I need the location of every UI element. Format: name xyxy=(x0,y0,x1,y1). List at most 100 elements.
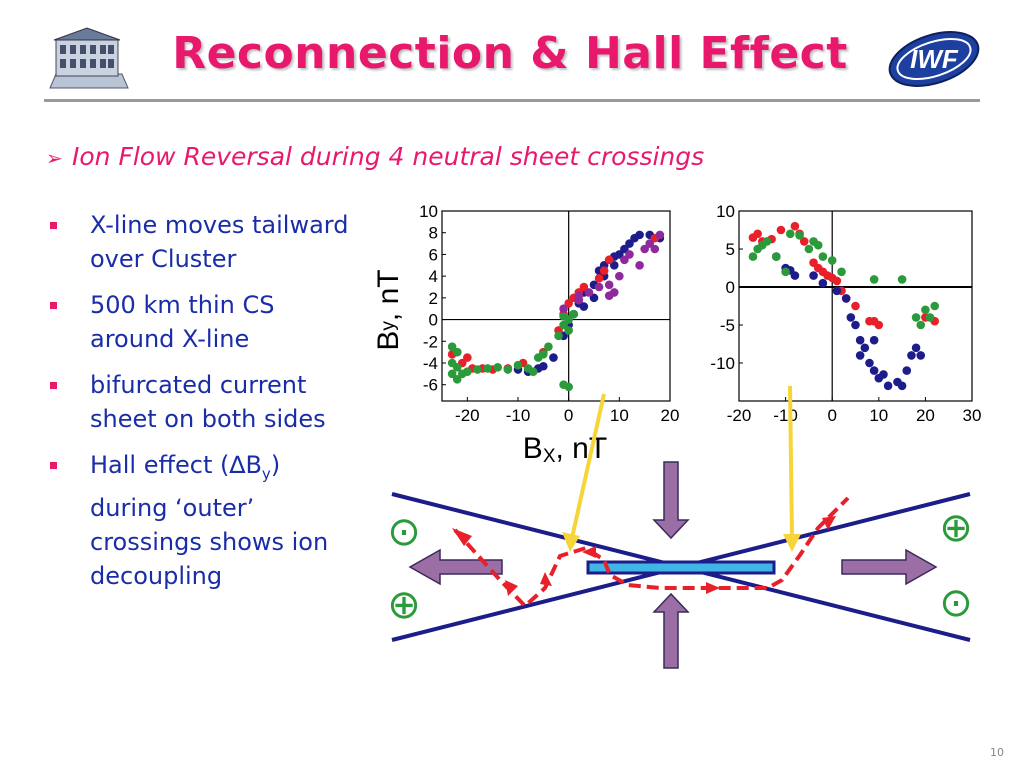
page-number: 10 xyxy=(990,746,1004,759)
inflow-arrow-top xyxy=(652,461,690,540)
data-point xyxy=(902,366,912,375)
x-tick-label: 0 xyxy=(564,406,573,425)
data-point xyxy=(883,381,893,391)
inflow-arrow-bottom xyxy=(652,592,690,669)
building-logo xyxy=(49,27,129,89)
data-point xyxy=(452,347,462,357)
data-point xyxy=(818,278,828,288)
data-point xyxy=(851,320,860,330)
data-point xyxy=(851,301,860,311)
yellow-arrowhead xyxy=(562,532,580,552)
y-tick-label: -2 xyxy=(423,332,438,351)
x-tick-label: 20 xyxy=(661,406,680,425)
ion-path-arrowhead xyxy=(452,528,472,546)
data-point xyxy=(799,237,809,246)
data-point xyxy=(771,252,781,261)
data-point xyxy=(609,260,619,270)
square-bullet-icon xyxy=(50,382,57,389)
data-point xyxy=(564,298,573,308)
data-point xyxy=(447,369,457,379)
delta-b-subscript: y xyxy=(261,464,271,483)
y-tick-label: 6 xyxy=(429,245,438,264)
data-point xyxy=(564,326,573,335)
data-point xyxy=(855,335,865,345)
chart2-frame xyxy=(738,210,973,402)
bullet-item: Hall effect (∆By) during ‘outer’ crossin… xyxy=(44,448,354,593)
data-point xyxy=(604,280,614,290)
ion-path-arrowhead xyxy=(540,572,552,586)
data-point xyxy=(785,229,795,239)
data-point xyxy=(559,304,568,314)
data-point xyxy=(795,231,804,240)
data-point xyxy=(790,271,800,280)
data-point xyxy=(869,335,879,345)
data-point xyxy=(599,266,609,276)
y-tick-label: -6 xyxy=(423,376,438,395)
bullet-text: Hall effect ( xyxy=(90,451,230,479)
data-point xyxy=(911,313,921,322)
arrow-bullet-icon: ➢ xyxy=(46,146,63,170)
bullet-item: X-line moves tailward over Cluster xyxy=(44,208,354,276)
data-point xyxy=(503,365,513,374)
yellow-arrowhead xyxy=(783,534,801,552)
data-point xyxy=(584,288,594,297)
data-point xyxy=(897,381,907,391)
data-point xyxy=(776,225,786,235)
y-tick-label: 10 xyxy=(716,202,735,221)
data-point xyxy=(874,320,884,330)
y-tick-label: -5 xyxy=(720,316,735,335)
chart1-xlabel: BX, nT xyxy=(523,432,607,467)
data-point xyxy=(604,255,614,265)
data-point xyxy=(635,260,644,270)
data-point xyxy=(447,342,457,352)
data-point xyxy=(818,252,828,261)
x-tick-label: 10 xyxy=(610,406,629,425)
data-point xyxy=(916,320,926,330)
data-point xyxy=(855,351,865,360)
x-tick-label: 10 xyxy=(869,406,888,425)
x-tick-label: -10 xyxy=(773,406,798,425)
reconnection-diagram: ⊙ ⊕ ⊕ ⊙ xyxy=(387,385,973,669)
data-point xyxy=(869,366,879,375)
data-point xyxy=(539,350,548,359)
data-point xyxy=(615,250,624,259)
data-point xyxy=(544,342,553,352)
chart1-frame xyxy=(441,210,671,402)
yellow-arrow xyxy=(570,393,606,539)
data-point xyxy=(837,267,846,277)
y-tick-label: -4 xyxy=(423,354,438,373)
data-point xyxy=(569,309,579,319)
data-point xyxy=(655,230,665,240)
data-point xyxy=(620,244,629,254)
ion-path-arrowhead xyxy=(505,580,518,596)
y-tick-label: 4 xyxy=(429,267,438,286)
y-tick-label: 0 xyxy=(726,278,735,297)
data-point xyxy=(860,343,870,353)
square-bullet-icon xyxy=(50,222,57,229)
data-point xyxy=(452,374,462,384)
bullet-list: X-line moves tailward over Cluster 500 k… xyxy=(44,208,354,605)
data-point xyxy=(452,363,462,372)
data-point xyxy=(846,313,856,322)
x-tick-label: -10 xyxy=(506,406,531,425)
data-point xyxy=(753,229,762,239)
bullet-text: bifurcated current sheet on both sides xyxy=(90,371,326,433)
y-tick-label: 8 xyxy=(429,224,438,243)
data-point xyxy=(911,343,921,353)
data-point xyxy=(579,282,589,292)
data-point xyxy=(921,305,930,315)
data-point xyxy=(528,367,538,376)
data-point xyxy=(832,276,842,286)
data-point xyxy=(841,294,851,303)
ion-path-arrowhead xyxy=(822,516,836,530)
bullet-item: bifurcated current sheet on both sides xyxy=(44,368,354,436)
x-tick-label: 20 xyxy=(916,406,935,425)
svg-text:IWF: IWF xyxy=(910,44,959,74)
ion-path-arrowhead xyxy=(582,546,596,558)
x-tick-label: -20 xyxy=(455,406,480,425)
data-point xyxy=(513,360,523,370)
data-point xyxy=(790,221,800,231)
data-point xyxy=(559,312,568,321)
